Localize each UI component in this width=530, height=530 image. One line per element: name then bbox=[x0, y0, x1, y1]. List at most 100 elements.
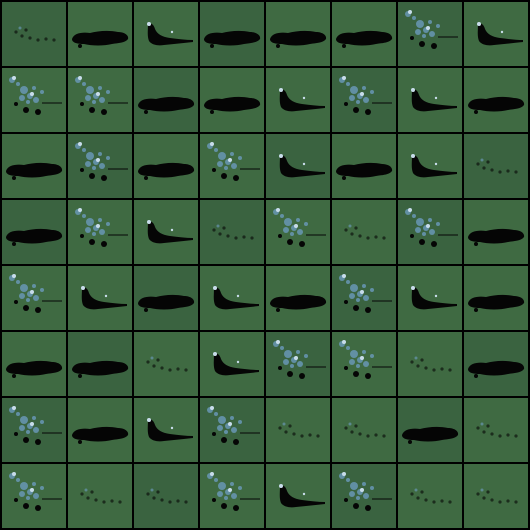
sample-tile bbox=[68, 464, 132, 528]
sample-tile bbox=[68, 68, 132, 132]
sample-image bbox=[398, 2, 462, 66]
sample-image bbox=[332, 200, 396, 264]
sample-tile bbox=[266, 398, 330, 462]
sample-image bbox=[398, 200, 462, 264]
sample-image bbox=[134, 266, 198, 330]
sample-tile bbox=[134, 332, 198, 396]
sample-image bbox=[134, 134, 198, 198]
sample-image bbox=[266, 464, 330, 528]
sample-tile bbox=[2, 134, 66, 198]
sample-tile bbox=[266, 134, 330, 198]
sample-image bbox=[464, 200, 528, 264]
sample-tile bbox=[134, 2, 198, 66]
sample-tile bbox=[2, 200, 66, 264]
sample-image bbox=[68, 2, 132, 66]
sample-image bbox=[68, 464, 132, 528]
sample-tile bbox=[398, 266, 462, 330]
sample-image bbox=[200, 266, 264, 330]
sample-tile bbox=[134, 266, 198, 330]
sample-tile bbox=[398, 398, 462, 462]
sample-tile bbox=[200, 464, 264, 528]
sample-tile bbox=[68, 332, 132, 396]
sample-tile bbox=[200, 200, 264, 264]
sample-image bbox=[464, 68, 528, 132]
sample-image bbox=[134, 2, 198, 66]
sample-image bbox=[266, 200, 330, 264]
sample-image bbox=[332, 68, 396, 132]
sample-image bbox=[464, 134, 528, 198]
sample-image bbox=[200, 332, 264, 396]
sample-tile bbox=[332, 398, 396, 462]
sample-image bbox=[266, 134, 330, 198]
sample-tile bbox=[68, 2, 132, 66]
sample-tile bbox=[134, 464, 198, 528]
sample-image bbox=[134, 200, 198, 264]
sample-tile bbox=[464, 266, 528, 330]
sample-tile bbox=[200, 398, 264, 462]
sample-tile bbox=[464, 68, 528, 132]
sample-image bbox=[200, 134, 264, 198]
sample-image bbox=[332, 266, 396, 330]
sample-tile bbox=[134, 134, 198, 198]
sample-image bbox=[2, 134, 66, 198]
sample-tile bbox=[332, 68, 396, 132]
sample-image bbox=[2, 2, 66, 66]
sample-image bbox=[464, 2, 528, 66]
sample-tile bbox=[332, 134, 396, 198]
sample-tile bbox=[200, 68, 264, 132]
sample-tile bbox=[200, 266, 264, 330]
sample-image bbox=[2, 464, 66, 528]
sample-image bbox=[200, 68, 264, 132]
sample-tile bbox=[200, 134, 264, 198]
sample-image bbox=[464, 398, 528, 462]
sample-tile bbox=[398, 68, 462, 132]
sample-image bbox=[68, 266, 132, 330]
sample-image bbox=[68, 398, 132, 462]
sample-image bbox=[68, 134, 132, 198]
sample-tile bbox=[2, 68, 66, 132]
sample-tile bbox=[2, 2, 66, 66]
sample-tile bbox=[266, 2, 330, 66]
sample-tile bbox=[266, 266, 330, 330]
sample-image bbox=[2, 332, 66, 396]
sample-image bbox=[398, 398, 462, 462]
sample-image bbox=[464, 266, 528, 330]
sample-tile bbox=[332, 464, 396, 528]
sample-image bbox=[266, 2, 330, 66]
sample-tile bbox=[332, 332, 396, 396]
sample-tile bbox=[398, 200, 462, 264]
sample-tile bbox=[266, 68, 330, 132]
sample-image bbox=[266, 332, 330, 396]
sample-image bbox=[200, 398, 264, 462]
sample-tile bbox=[266, 464, 330, 528]
sample-image bbox=[200, 2, 264, 66]
sample-tile bbox=[200, 2, 264, 66]
sample-tile bbox=[398, 2, 462, 66]
sample-image bbox=[398, 134, 462, 198]
sample-image bbox=[398, 68, 462, 132]
sample-tile bbox=[398, 134, 462, 198]
sample-tile bbox=[68, 134, 132, 198]
sample-image bbox=[68, 68, 132, 132]
sample-image bbox=[398, 266, 462, 330]
sample-tile bbox=[2, 266, 66, 330]
sample-tile bbox=[134, 68, 198, 132]
sample-image bbox=[134, 464, 198, 528]
sample-image bbox=[2, 200, 66, 264]
sample-tile bbox=[332, 200, 396, 264]
sample-image bbox=[332, 2, 396, 66]
sample-image bbox=[2, 398, 66, 462]
sample-tile bbox=[332, 266, 396, 330]
sample-tile bbox=[464, 398, 528, 462]
sample-image bbox=[134, 398, 198, 462]
sample-image bbox=[2, 266, 66, 330]
sample-image bbox=[266, 266, 330, 330]
sample-tile bbox=[266, 332, 330, 396]
sample-tile bbox=[68, 200, 132, 264]
sample-image bbox=[332, 134, 396, 198]
sample-image bbox=[464, 464, 528, 528]
sample-image bbox=[68, 332, 132, 396]
sample-tile bbox=[464, 332, 528, 396]
sample-image bbox=[266, 398, 330, 462]
sample-image bbox=[398, 332, 462, 396]
